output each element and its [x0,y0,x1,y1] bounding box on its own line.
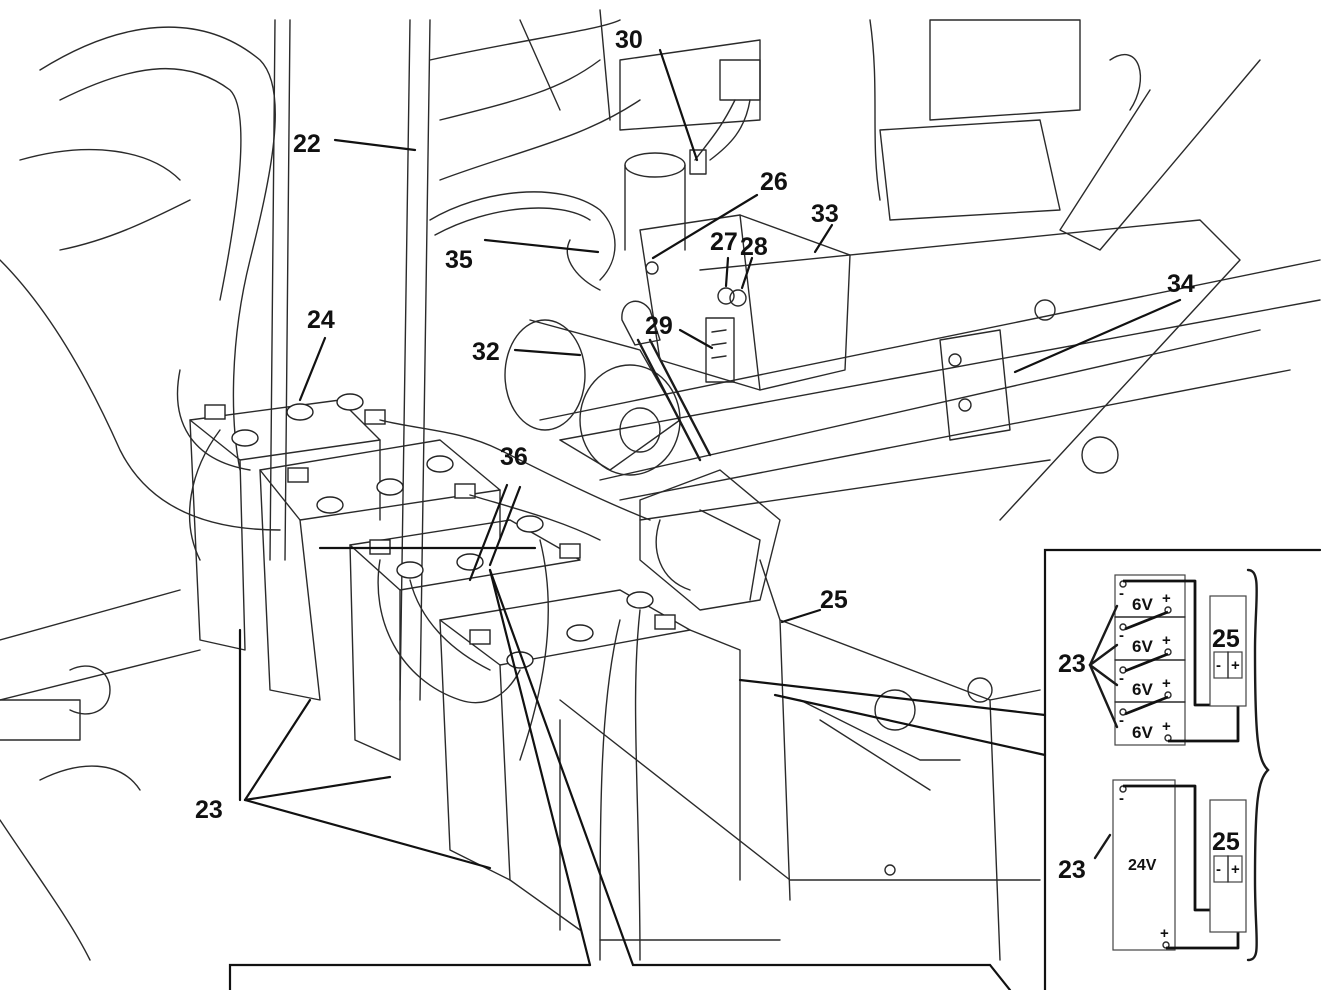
callout-30: 30 [615,26,643,54]
inset-callout-23-bottom: 23 [1058,856,1086,884]
plus-4: + [1162,718,1171,735]
leader-lines [228,48,1182,990]
plus-3: + [1162,675,1171,692]
callout-32: 32 [472,338,500,366]
callout-33: 33 [811,200,839,228]
callout-22: 22 [293,130,321,158]
callout-36: 36 [500,443,528,471]
callout-27: 27 [710,228,738,256]
callout-28: 28 [740,233,768,261]
callout-26: 26 [760,168,788,196]
voltage-6v-3: 6V [1132,680,1153,699]
callout-34: 34 [1167,270,1195,298]
callout-23: 23 [195,796,223,824]
series-6v-batteries: 6V 6V 6V 6V + + + + - - - - - + 25 [1058,574,1247,746]
connector-plus-bottom: + [1231,861,1240,878]
inset-callout-25-top: 25 [1212,625,1240,653]
plus-1: + [1162,590,1171,607]
voltage-6v-2: 6V [1132,637,1153,656]
minus-1: - [1119,585,1124,602]
minus-4: - [1119,712,1124,729]
voltage-6v-4: 6V [1132,723,1153,742]
connector-minus-top: - [1216,657,1221,674]
single-24v-battery: - + 24V - + 25 23 [1058,779,1247,951]
battery-caps [231,393,654,669]
minus-24v: - [1119,790,1124,807]
voltage-24v: 24V [1128,857,1157,874]
callout-25: 25 [820,586,848,614]
plus-24v: + [1160,925,1169,942]
connector-minus-bottom: - [1216,861,1221,878]
callout-29: 29 [645,312,673,340]
plus-2: + [1162,632,1171,649]
motor-assembly [429,59,1011,611]
voltage-6v-1: 6V [1132,595,1153,614]
battery-bank [188,393,741,961]
inset-callout-25-bottom: 25 [1212,828,1240,856]
callout-35: 35 [445,246,473,274]
minus-2: - [1119,627,1124,644]
inset-callout-23-top: 23 [1058,650,1086,678]
minus-3: - [1119,670,1124,687]
connector-plus-top: + [1231,657,1240,674]
callout-24: 24 [307,306,335,334]
wiring-inset: 6V 6V 6V 6V + + + + - - - - - + 25 [1043,548,1321,990]
